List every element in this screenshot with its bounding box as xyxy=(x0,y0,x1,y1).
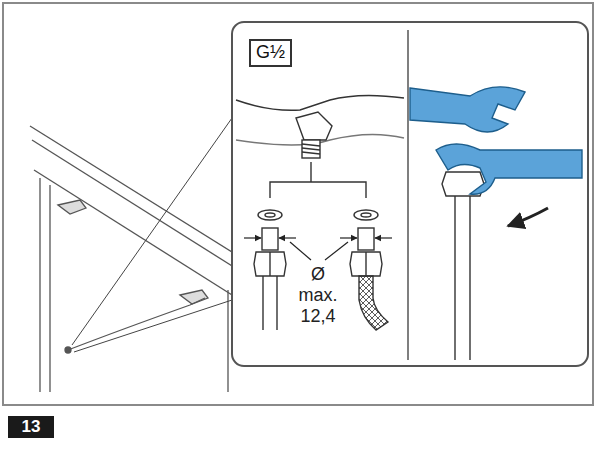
node-text: G½ xyxy=(256,42,285,64)
diameter-dimension xyxy=(244,238,392,260)
wrench-tightening xyxy=(410,87,582,360)
inset-divider xyxy=(407,30,409,360)
cabinet-drawing xyxy=(30,126,248,392)
figure-frame xyxy=(3,3,593,405)
detail-inset xyxy=(232,22,588,366)
step-number-box: 13 xyxy=(8,416,54,438)
dimension-label: Ø max. 12,4 xyxy=(294,264,342,327)
thread-size-box: G½ xyxy=(249,39,292,67)
node-text: 13 xyxy=(12,417,50,437)
inset-leader xyxy=(72,118,232,352)
water-connector-detail xyxy=(236,95,404,330)
